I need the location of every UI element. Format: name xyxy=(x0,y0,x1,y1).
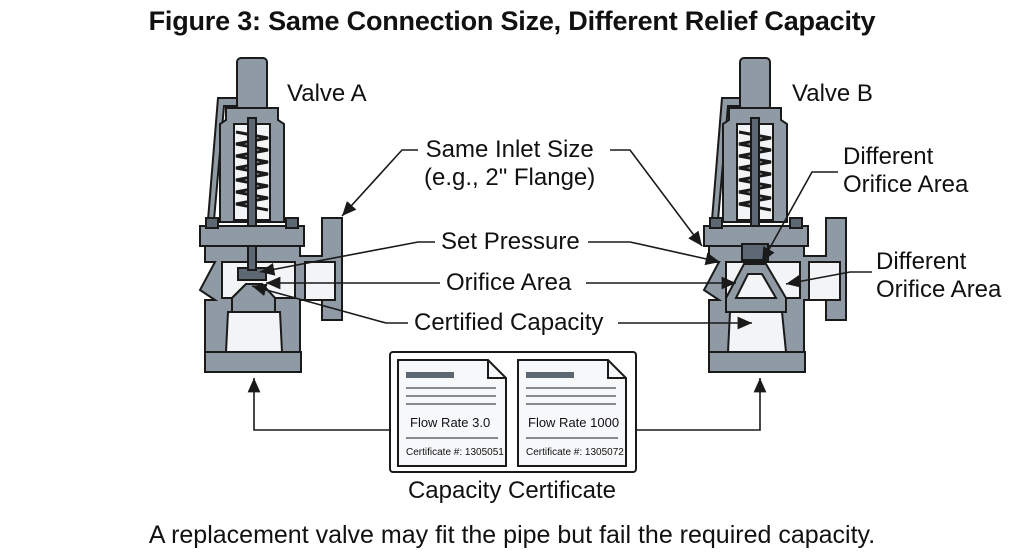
certificate-doc-b xyxy=(517,359,627,467)
valve-a-drawing xyxy=(198,57,343,373)
callout-orifice-area: Orifice Area xyxy=(446,269,572,296)
callout-certified-capacity: Certified Capacity xyxy=(414,309,604,336)
valve-b-drawing xyxy=(702,57,847,373)
callout-different-orifice-top: Different Orifice Area xyxy=(843,143,969,198)
connector-cert-to-a xyxy=(247,378,390,431)
valve-b-label: Valve B xyxy=(792,80,873,107)
figure-title: Figure 3: Same Connection Size, Differen… xyxy=(148,6,876,36)
leader-set-pressure-a xyxy=(259,241,435,276)
doc-b-certificate-number: Certificate #: 1305072 xyxy=(526,447,624,458)
callout-different-orifice-right: Different Orifice Area xyxy=(876,248,1002,303)
figure-caption: A replacement valve may fit the pipe but… xyxy=(148,521,876,549)
doc-a-certificate-number: Certificate #: 1305051 xyxy=(406,447,504,458)
leader-different-right xyxy=(785,271,872,288)
valve-b-cap xyxy=(739,57,771,111)
callout-set-pressure: Set Pressure xyxy=(441,228,580,255)
doc-b-flow-rate: Flow Rate 1000 xyxy=(528,415,620,430)
valve-a-inlet-flange xyxy=(204,351,302,373)
leader-inlet-to-b xyxy=(610,149,703,247)
certificate-label: Capacity Certificate xyxy=(407,477,617,504)
capacity-certificate xyxy=(389,351,637,473)
leader-capacity-a xyxy=(251,283,408,324)
valve-a-cap xyxy=(236,57,268,111)
leader-different-top xyxy=(761,171,838,263)
callout-same-inlet-size: Same Inlet Size (e.g., 2" Flange) xyxy=(424,136,596,191)
doc-a-flow-rate: Flow Rate 3.0 xyxy=(410,415,491,430)
valve-a-label: Valve A xyxy=(287,80,367,107)
leader-lines xyxy=(247,149,872,431)
connector-cert-to-b xyxy=(636,378,767,431)
certificate-doc-a xyxy=(397,359,507,467)
leader-set-pressure-b xyxy=(588,241,721,266)
valve-b-inlet-flange xyxy=(708,351,806,373)
leader-inlet-to-a xyxy=(341,149,418,217)
